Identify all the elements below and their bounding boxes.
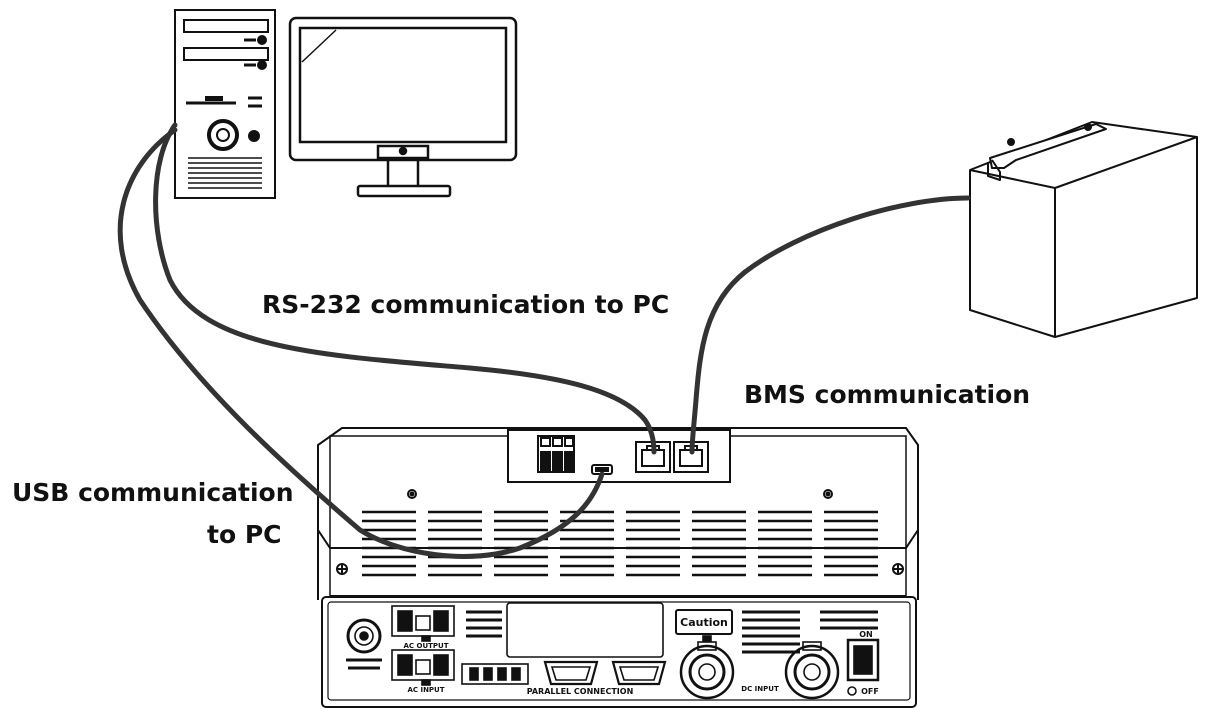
cables [117, 122, 971, 559]
dc-input-label: DC INPUT [741, 685, 779, 693]
rs232-communication-label: RS-232 communication to PC [262, 290, 670, 319]
usb-communication-label-line1: USB communication [12, 478, 294, 507]
bms-cable [689, 195, 971, 455]
caution-label: Caution [680, 616, 728, 629]
rs232-cable [153, 122, 657, 455]
parallel-connection-label: PARALLEL CONNECTION [527, 687, 634, 696]
bms-communication-label: BMS communication [744, 380, 1031, 409]
ac-input-label: AC INPUT [407, 686, 444, 694]
usb-communication-label-line2: to PC [207, 520, 282, 549]
battery-bms [969, 121, 1198, 338]
pc-tower [174, 9, 276, 199]
usb-cable [117, 127, 605, 559]
switch-off-label: OFF [861, 687, 879, 696]
ac-output-label: AC OUTPUT [404, 642, 449, 650]
pc-monitor [288, 16, 518, 198]
inverter-vents [362, 510, 878, 577]
inverter-lower-panel [346, 602, 880, 700]
switch-on-label: ON [859, 630, 873, 639]
